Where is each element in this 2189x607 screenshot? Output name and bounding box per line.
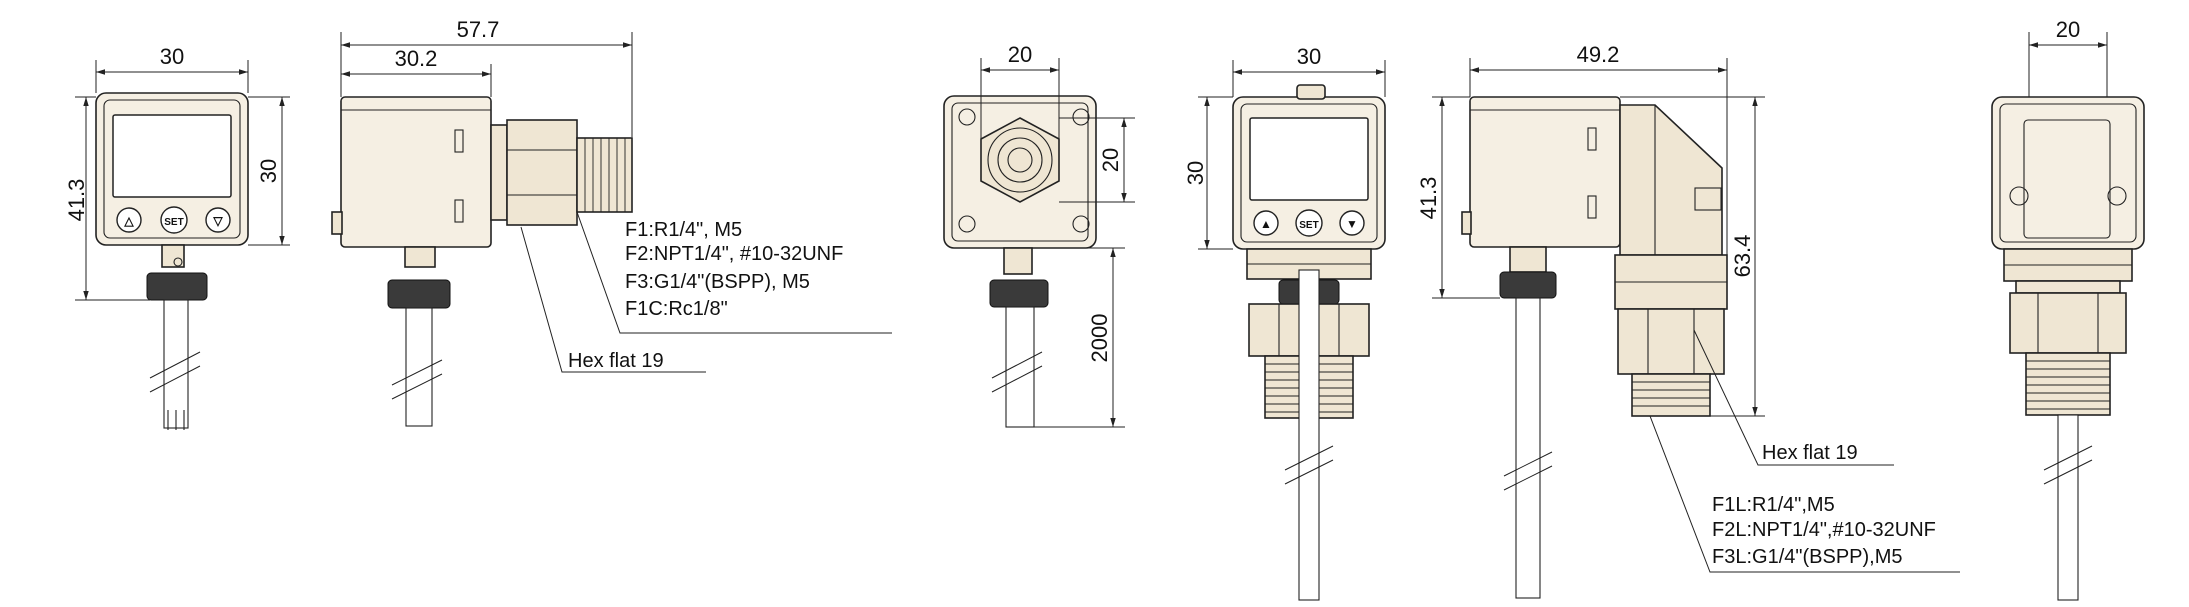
side-l-height-label: 41.3 <box>1416 177 1441 220</box>
front-view: △ SET ▽ 30 41.3 30 <box>64 44 290 430</box>
svg-text:△: △ <box>123 214 134 228</box>
up-button: △ <box>116 207 142 233</box>
hex-flat-note: Hex flat 19 <box>568 350 664 372</box>
svg-text:▲: ▲ <box>1260 217 1272 231</box>
rear-view-l: 20 <box>1991 17 2145 601</box>
set-button-l: SET <box>1295 209 1323 237</box>
up-button-l: ▲ <box>1253 210 1279 236</box>
rear-view: 20 20 2000 <box>943 42 1135 428</box>
port-option-1: F1:R1/4", M5 <box>625 219 742 241</box>
port-option-3: F3:G1/4"(BSPP), M5 <box>625 271 810 293</box>
set-button: SET <box>160 206 188 234</box>
front-body-height-label: 30 <box>256 159 281 183</box>
front-width-label: 30 <box>160 44 184 69</box>
port-option-4: F1C:Rc1/8" <box>625 298 728 320</box>
svg-text:SET: SET <box>164 217 183 228</box>
side-view-l: 49.2 41.3 63.4 Hex flat 19 F1L:R1/4",M5 … <box>1416 42 1960 599</box>
port-option-l3: F3L:G1/4"(BSPP),M5 <box>1712 546 1903 568</box>
side-view: 57.7 30.2 Hex flat 19 F1:R1/4", M5 F2:NP… <box>331 17 892 427</box>
side-overall-label: 57.7 <box>457 17 500 42</box>
svg-text:SET: SET <box>1299 220 1318 231</box>
down-button-l: ▼ <box>1339 210 1365 236</box>
front-l-body-height-label: 30 <box>1183 161 1208 185</box>
port-option-l1: F1L:R1/4",M5 <box>1712 494 1835 516</box>
front-height-label: 41.3 <box>64 179 89 222</box>
front-l-width-label: 30 <box>1297 44 1321 69</box>
front-view-l: ▲ SET ▼ 30 30 <box>1183 44 1386 601</box>
side-l-length-label: 49.2 <box>1577 42 1620 67</box>
port-option-2: F2:NPT1/4", #10-32UNF <box>625 243 843 265</box>
svg-text:▽: ▽ <box>212 214 223 228</box>
down-button: ▽ <box>205 207 231 233</box>
side-body-length-label: 30.2 <box>395 46 438 71</box>
rear-height-label: 20 <box>1098 148 1123 172</box>
svg-text:▼: ▼ <box>1346 217 1358 231</box>
hex-flat-l-note: Hex flat 19 <box>1762 442 1858 464</box>
cable-length-label: 2000 <box>1087 314 1112 363</box>
rear-l-width-label: 20 <box>2056 17 2080 42</box>
side-l-overall-label: 63.4 <box>1730 235 1755 278</box>
rear-width-label: 20 <box>1008 42 1032 67</box>
port-option-l2: F2L:NPT1/4",#10-32UNF <box>1712 519 1936 541</box>
